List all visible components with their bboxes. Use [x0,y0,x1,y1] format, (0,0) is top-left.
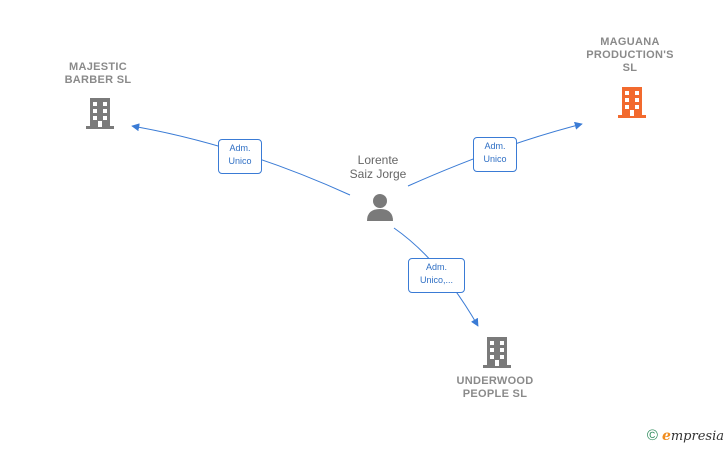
empresia-logo: empresia [662,428,724,444]
company-label-line: PRODUCTION'S [586,49,674,61]
company-label-maguana[interactable]: MAGUANA PRODUCTION'S SL [572,36,688,75]
person-label-line: Lorente [357,153,399,167]
company-label-line: MAGUANA [600,36,660,48]
copyright-icon: © [646,427,658,444]
role-label-line: Adm. [425,262,447,272]
person-label[interactable]: Lorente Saiz Jorge [330,153,426,181]
role-label-underwood[interactable]: Adm. Unico,... [408,258,465,293]
logo-text: mpresia [670,428,724,444]
role-label-line: Unico,... [419,275,453,285]
role-label-line: Unico [228,156,252,166]
company-label-majestic[interactable]: MAJESTIC BARBER SL [48,61,148,87]
empresia-watermark: © empresia [647,427,724,444]
person-icon[interactable] [365,192,395,222]
company-label-line: UNDERWOOD [456,375,534,387]
company-label-line: PEOPLE SL [462,388,528,400]
role-label-line: Adm. [484,141,506,151]
company-label-line: SL [622,62,638,74]
role-label-maguana[interactable]: Adm. Unico [473,137,517,172]
role-label-line: Unico [483,154,507,164]
building-icon[interactable] [481,335,513,369]
company-label-line: BARBER SL [64,74,132,86]
role-label-line: Adm. [229,143,251,153]
building-icon[interactable] [84,96,116,130]
building-icon-highlighted[interactable] [616,85,648,119]
company-label-underwood[interactable]: UNDERWOOD PEOPLE SL [444,375,546,401]
role-label-majestic[interactable]: Adm. Unico [218,139,262,174]
person-label-line: Saiz Jorge [349,167,407,181]
logo-letter: e [661,427,671,444]
company-label-line: MAJESTIC [68,61,128,73]
